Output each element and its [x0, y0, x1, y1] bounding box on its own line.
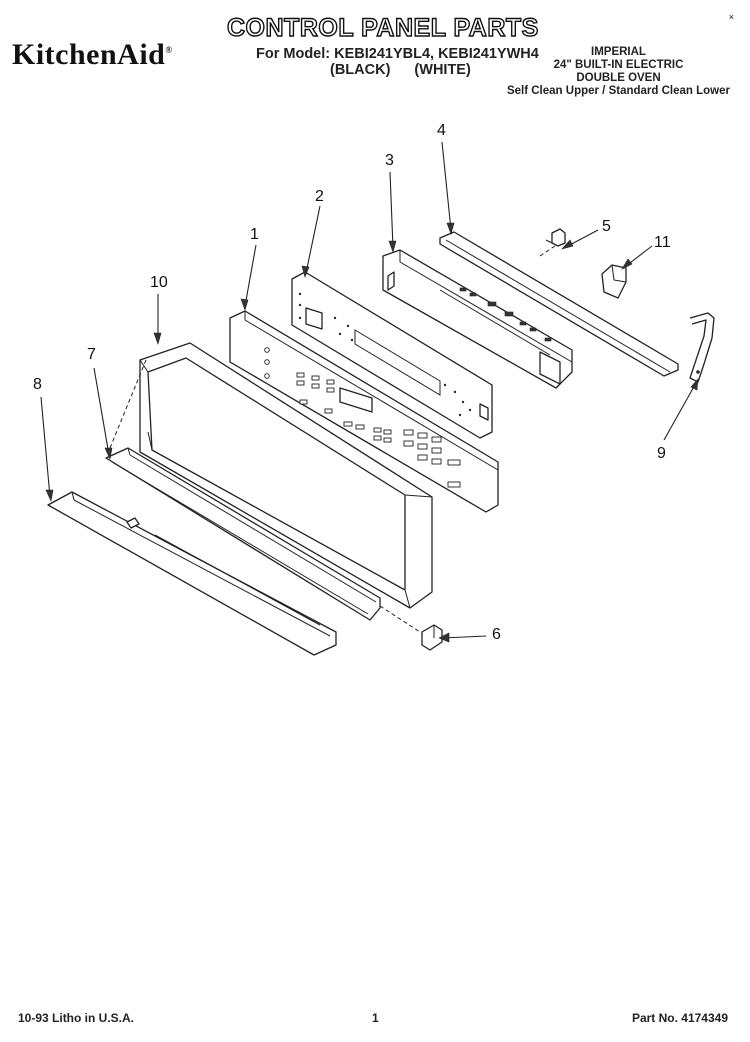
alignment-lines: [109, 245, 556, 633]
page-title: CONTROL PANEL PARTS: [226, 13, 539, 42]
callout-3: 3: [385, 152, 394, 169]
color-line: (BLACK) (WHITE): [330, 62, 471, 78]
callout-1: 1: [250, 226, 259, 243]
brand-name: KitchenAid: [12, 38, 166, 71]
callout-5: 5: [602, 218, 611, 235]
footer-part-number: Part No. 4174349: [631, 1011, 728, 1025]
corner-mark-icon: ×: [728, 12, 734, 22]
info-line-4: Self Clean Upper / Standard Clean Lower: [506, 85, 730, 97]
callout-4: 4: [437, 122, 446, 139]
part-9-side-bracket: [689, 312, 715, 383]
footer-page-number: 1: [372, 1011, 379, 1025]
callout-8: 8: [33, 376, 42, 393]
info-line-3: DOUBLE OVEN: [576, 72, 661, 84]
footer-litho: 10-93 Litho in U.S.A.: [18, 1011, 135, 1025]
part-8-trim-strip: [47, 491, 337, 656]
callout-10: 10: [150, 274, 168, 291]
leader-lines: [40, 141, 699, 643]
info-line-1: IMPERIAL: [591, 46, 646, 58]
callout-6: 6: [492, 626, 501, 643]
part-10-trim-frame: [139, 342, 433, 609]
part-6-end-cap: [421, 624, 443, 651]
part-1-control-panel: [229, 310, 499, 513]
callout-2: 2: [315, 188, 324, 205]
part-4-mounting-rail: [439, 231, 679, 377]
callout-7: 7: [87, 346, 96, 363]
callout-11: 11: [654, 234, 671, 251]
product-info: IMPERIAL 24" BUILT-IN ELECTRIC DOUBLE OV…: [507, 46, 730, 98]
part-11-bracket: [601, 264, 627, 299]
callout-9: 9: [657, 445, 666, 462]
part-3-control-housing: [382, 249, 573, 389]
part-5-clip: [545, 228, 566, 247]
model-line: For Model: KEBI241YBL4, KEBI241YWH4: [256, 46, 539, 62]
part-7-lower-strip: [105, 447, 381, 621]
registered-mark-icon: ®: [165, 45, 173, 55]
brand-logo: KitchenAid®: [12, 38, 173, 72]
info-line-2: 24" BUILT-IN ELECTRIC: [553, 59, 684, 71]
